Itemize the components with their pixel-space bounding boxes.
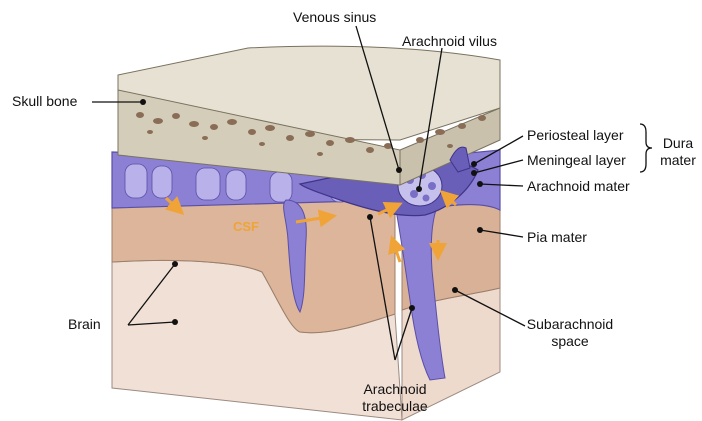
label-skull-bone: Skull bone (12, 93, 77, 110)
dura-brace (640, 124, 652, 172)
label-subarachnoid-space: Subarachnoid space (515, 316, 625, 350)
label-arachnoid-vilus: Arachnoid vilus (402, 33, 497, 50)
label-meningeal-layer: Meningeal layer (527, 152, 626, 169)
label-brain: Brain (68, 316, 101, 333)
label-arachnoid-trabeculae: Arachnoid trabeculae (345, 381, 445, 415)
label-dura-mater: Dura mater (656, 135, 700, 169)
label-pia-mater: Pia mater (527, 229, 587, 246)
label-venous-sinus: Venous sinus (293, 9, 376, 26)
label-arachnoid-mater: Arachnoid mater (527, 178, 630, 195)
label-csf: CSF (233, 219, 259, 234)
label-periosteal-layer: Periosteal layer (527, 127, 624, 144)
